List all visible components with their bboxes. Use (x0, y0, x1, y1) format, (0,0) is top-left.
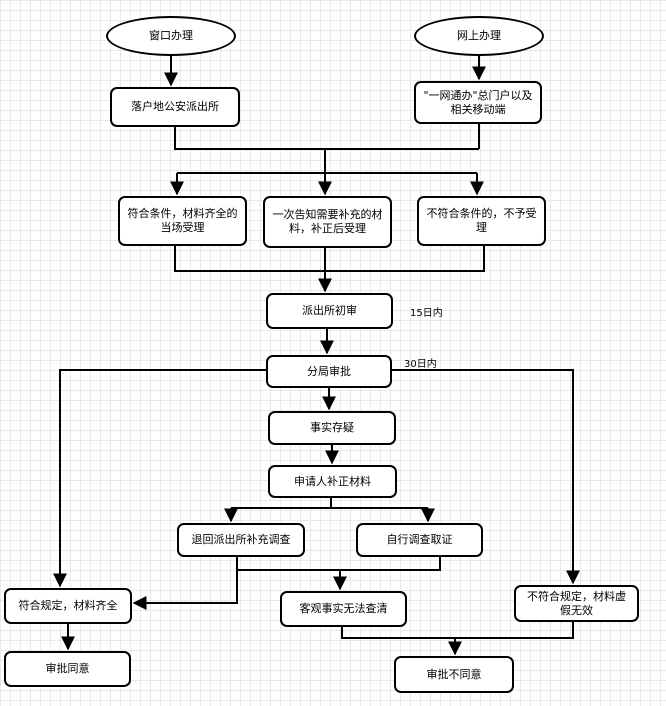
node-accept-onsite: 符合条件，材料齐全的当场受理 (118, 196, 247, 246)
node-notify-supplement: 一次告知需要补充的材料，补正后受理 (263, 196, 392, 248)
node-deny: 审批不同意 (394, 656, 514, 693)
edge-to-compliant (132, 570, 238, 610)
node-reject: 不符合条件的，不予受理 (417, 196, 546, 246)
node-online-service: 网上办理 (414, 16, 544, 56)
node-return-station: 退回派出所补充调查 (177, 523, 305, 557)
node-noncompliant: 不符合规定，材料虚假无效 (514, 585, 639, 622)
edge-noncompliant-to-deny (455, 622, 574, 639)
node-branch-approval: 分局审批 (266, 355, 392, 388)
note-initial-deadline: 15日内 (410, 308, 443, 319)
node-window-service: 窗口办理 (106, 16, 236, 56)
node-self-investigate: 自行调查取证 (356, 523, 483, 557)
node-unverifiable: 客观事实无法查清 (280, 591, 407, 627)
node-initial-review: 派出所初审 (266, 293, 393, 329)
note-approval-deadline: 30日内 (404, 359, 437, 370)
edge-station-merge (174, 127, 479, 150)
node-applicant-supplement: 申请人补正材料 (268, 465, 397, 498)
node-approve: 审批同意 (4, 651, 131, 687)
node-police-station: 落户地公安派出所 (110, 87, 240, 127)
edge-investigation-merge (236, 557, 441, 571)
node-online-portal: "一网通办"总门户以及相关移动端 (414, 81, 542, 124)
node-fact-doubt: 事实存疑 (268, 411, 396, 445)
node-compliant: 符合规定，材料齐全 (4, 588, 132, 624)
edge-outcomes-merge (174, 246, 485, 272)
edge-unverifiable-to-deny (341, 627, 455, 639)
